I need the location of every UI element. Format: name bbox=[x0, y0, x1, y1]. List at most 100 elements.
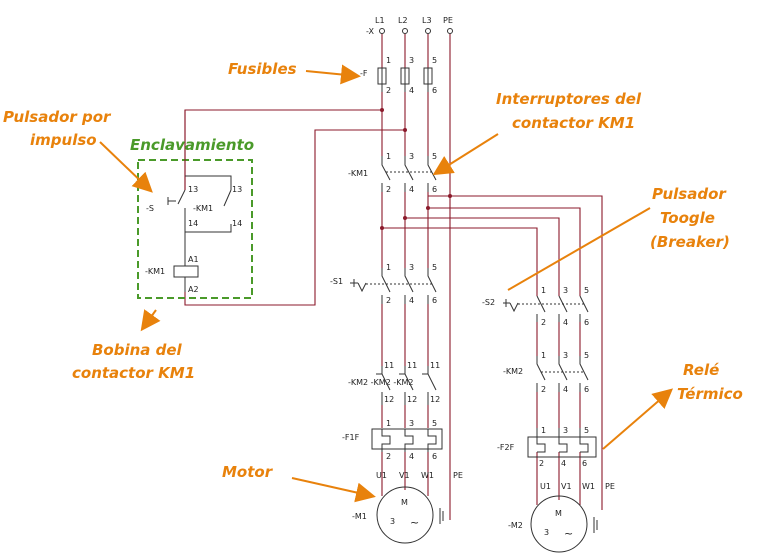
label-l1: L1 bbox=[375, 16, 385, 25]
svg-text:A2: A2 bbox=[188, 285, 199, 294]
s2-tag: -S2 bbox=[482, 298, 495, 307]
label-pe: PE bbox=[443, 16, 453, 25]
svg-text:6: 6 bbox=[432, 86, 437, 95]
svg-text:2: 2 bbox=[386, 296, 391, 305]
svg-text:5: 5 bbox=[432, 419, 437, 428]
annotation-interruptores-line2: contactor KM1 bbox=[512, 114, 635, 132]
svg-text:5: 5 bbox=[432, 56, 437, 65]
svg-text:11: 11 bbox=[407, 361, 417, 370]
svg-text:3: 3 bbox=[409, 152, 414, 161]
svg-text:~: ~ bbox=[564, 527, 573, 540]
svg-text:14: 14 bbox=[232, 219, 242, 228]
svg-text:2: 2 bbox=[386, 185, 391, 194]
svg-text:3: 3 bbox=[409, 263, 414, 272]
annotation-toogle-line3: (Breaker) bbox=[650, 233, 730, 251]
svg-text:~: ~ bbox=[410, 516, 419, 529]
svg-text:3: 3 bbox=[563, 426, 568, 435]
annotation-enclavamiento: Enclavamiento bbox=[130, 136, 254, 154]
enclosure-box bbox=[137, 159, 253, 299]
svg-text:U1: U1 bbox=[540, 482, 551, 491]
svg-text:M: M bbox=[401, 498, 408, 507]
svg-text:13: 13 bbox=[188, 185, 198, 194]
svg-text:1: 1 bbox=[386, 263, 391, 272]
svg-text:1: 1 bbox=[386, 56, 391, 65]
label-l3: L3 bbox=[422, 16, 432, 25]
svg-text:2: 2 bbox=[541, 318, 546, 327]
svg-text:1: 1 bbox=[541, 351, 546, 360]
control-s-tag: -S bbox=[146, 204, 154, 213]
annotation-toogle-line2: Toogle bbox=[660, 209, 715, 227]
svg-text:3: 3 bbox=[563, 351, 568, 360]
svg-text:PE: PE bbox=[605, 482, 615, 491]
svg-text:2: 2 bbox=[539, 459, 544, 468]
annotation-pulsador-line2: impulso bbox=[30, 131, 97, 149]
km1-contacts-tag: -KM1 bbox=[348, 169, 368, 178]
svg-text:U1: U1 bbox=[376, 471, 387, 480]
svg-text:2: 2 bbox=[541, 385, 546, 394]
motor-m1-circle bbox=[376, 486, 434, 544]
fuses-f: -F 1 3 5 2 4 6 bbox=[360, 56, 437, 95]
annotation-toogle-line1: Pulsador bbox=[652, 185, 727, 203]
svg-text:3: 3 bbox=[563, 286, 568, 295]
svg-text:4: 4 bbox=[563, 385, 568, 394]
svg-text:3: 3 bbox=[390, 517, 395, 526]
svg-text:5: 5 bbox=[584, 426, 589, 435]
svg-text:5: 5 bbox=[584, 286, 589, 295]
svg-text:V1: V1 bbox=[399, 471, 410, 480]
svg-text:6: 6 bbox=[584, 385, 589, 394]
svg-text:1: 1 bbox=[541, 286, 546, 295]
svg-text:2: 2 bbox=[386, 86, 391, 95]
svg-text:11: 11 bbox=[430, 361, 440, 370]
svg-text:4: 4 bbox=[409, 452, 414, 461]
terminal-l1 bbox=[379, 28, 385, 34]
svg-text:3: 3 bbox=[409, 419, 414, 428]
svg-text:14: 14 bbox=[188, 219, 198, 228]
f1f-tag: -F1F bbox=[342, 433, 360, 442]
svg-text:6: 6 bbox=[432, 452, 437, 461]
svg-text:1: 1 bbox=[541, 426, 546, 435]
svg-text:12: 12 bbox=[407, 395, 417, 404]
svg-text:3: 3 bbox=[544, 528, 549, 537]
control-km1-tag: -KM1 bbox=[193, 204, 213, 213]
annotation-rele-line2: Térmico bbox=[677, 385, 743, 403]
annotation-pulsador-line1: Pulsador por bbox=[3, 108, 112, 126]
motor-m1-tag: -M1 bbox=[352, 512, 367, 521]
svg-text:5: 5 bbox=[584, 351, 589, 360]
annotation-motor: Motor bbox=[222, 463, 274, 481]
terminal-l3 bbox=[425, 28, 431, 34]
feed-m2-d bbox=[382, 227, 538, 288]
motor-m2-circle bbox=[530, 495, 588, 553]
km2-contacts: -KM2 1 3 5 2 4 6 bbox=[503, 351, 589, 394]
s1-switch: -S1 1 3 5 2 4 6 bbox=[330, 263, 437, 305]
km2-nc-tags: -KM2 -KM2 -KM2 bbox=[348, 378, 413, 387]
svg-text:12: 12 bbox=[384, 395, 394, 404]
feed-m2-b bbox=[428, 207, 581, 288]
svg-text:4: 4 bbox=[561, 459, 566, 468]
fuses-tag: -F bbox=[360, 69, 368, 78]
svg-text:3: 3 bbox=[409, 56, 414, 65]
km2-tag: -KM2 bbox=[503, 367, 523, 376]
motor-m2-tag: -M2 bbox=[508, 521, 523, 530]
annotation-interruptores-line1: Interruptores del bbox=[496, 90, 642, 108]
annotation-bobina-line1: Bobina del bbox=[92, 341, 183, 359]
svg-text:M: M bbox=[555, 509, 562, 518]
km2-nc-contacts: -KM2 -KM2 -KM2 11 11 11 12 12 12 bbox=[348, 361, 440, 405]
svg-text:12: 12 bbox=[430, 395, 440, 404]
terminal-l2 bbox=[402, 28, 408, 34]
km1-coil bbox=[173, 265, 199, 278]
coil-tag: -KM1 bbox=[145, 267, 165, 276]
supply-terminals: L1 L2 L3 PE -X bbox=[366, 16, 453, 36]
label-x: -X bbox=[366, 27, 374, 36]
m2-power-lines bbox=[536, 288, 581, 480]
annotations: Fusibles Pulsador por impulso Enclavamie… bbox=[3, 60, 743, 503]
svg-text:PE: PE bbox=[453, 471, 463, 480]
f1f-thermal-relay: -F1F 1 3 5 2 4 6 bbox=[342, 419, 443, 461]
motor-m1: U1 V1 W1 PE M 3 ~ -M1 bbox=[352, 471, 463, 544]
svg-text:6: 6 bbox=[584, 318, 589, 327]
feed-m2-l3 bbox=[428, 195, 603, 510]
svg-text:4: 4 bbox=[409, 185, 414, 194]
svg-text:W1: W1 bbox=[582, 482, 595, 491]
svg-text:1: 1 bbox=[386, 419, 391, 428]
svg-text:6: 6 bbox=[432, 296, 437, 305]
